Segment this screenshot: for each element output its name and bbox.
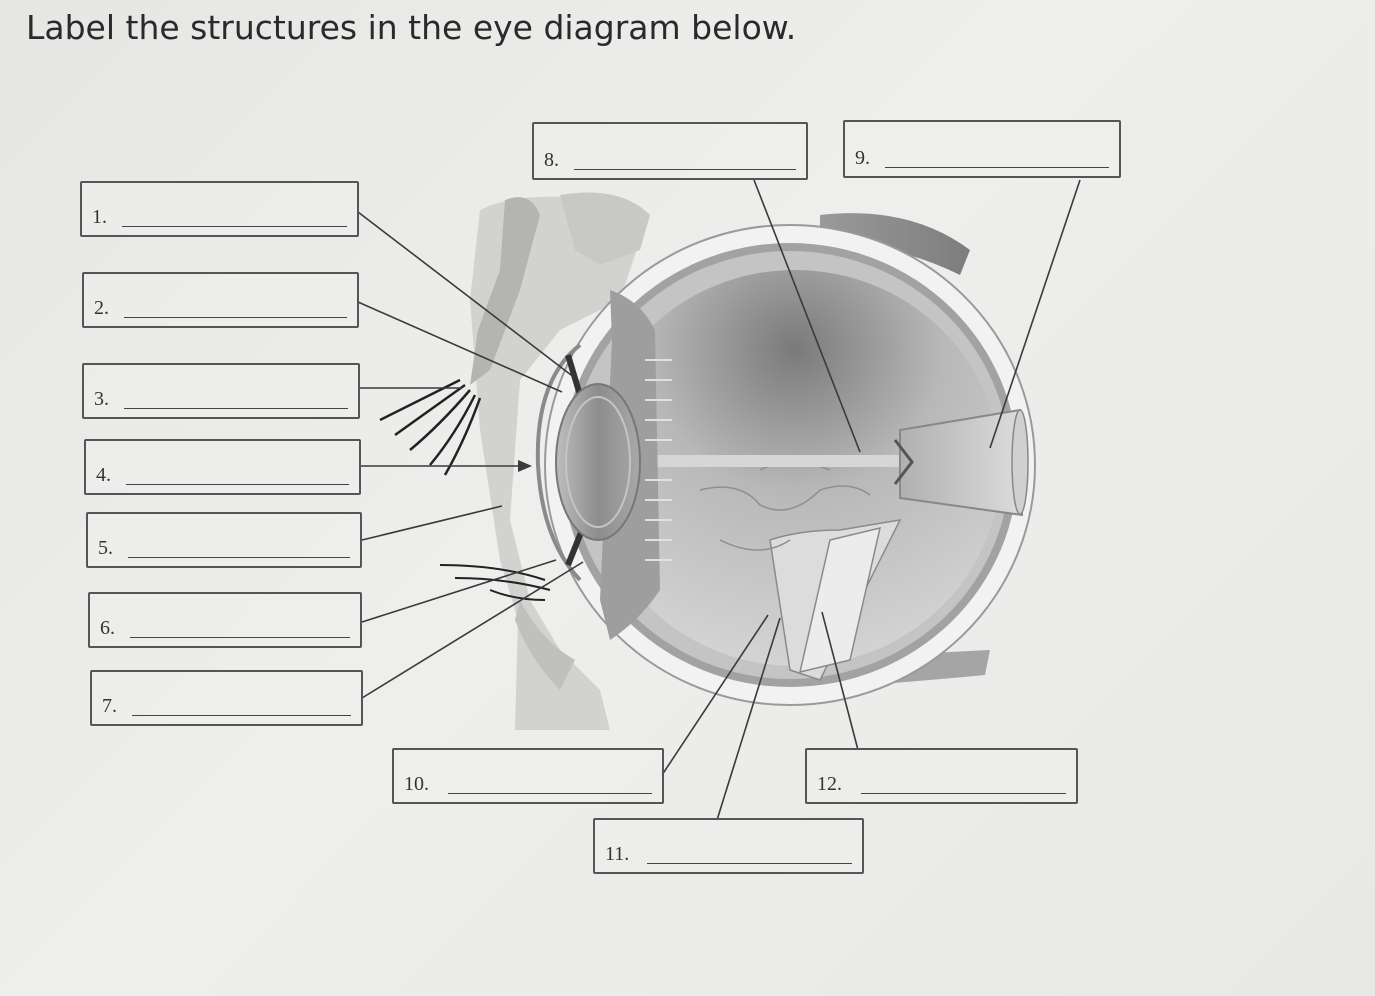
answer-blank[interactable] xyxy=(132,715,351,716)
answer-blank[interactable] xyxy=(861,793,1066,794)
label-box-11[interactable]: 11. xyxy=(593,818,864,874)
label-box-5[interactable]: 5. xyxy=(86,512,362,568)
label-number: 2. xyxy=(94,297,109,319)
ciliary-zonules xyxy=(645,359,672,561)
vitreous-body xyxy=(590,270,1000,666)
label-number: 1. xyxy=(92,206,107,228)
label-box-3[interactable]: 3. xyxy=(82,363,360,419)
upper-eyelid xyxy=(470,197,540,385)
leader-line-1 xyxy=(357,211,576,379)
answer-blank[interactable] xyxy=(124,408,348,409)
label-box-1[interactable]: 1. xyxy=(80,181,359,237)
leader-line-11 xyxy=(716,617,781,821)
page-title: Label the structures in the eye diagram … xyxy=(26,8,797,47)
leader-line-6 xyxy=(361,559,557,623)
leader-line-5 xyxy=(361,505,503,541)
label-number: 11. xyxy=(605,843,630,865)
lens-nucleus xyxy=(565,396,631,528)
answer-blank[interactable] xyxy=(130,637,350,638)
leader-lines xyxy=(357,179,1081,821)
lens xyxy=(555,383,641,541)
superior-rectus-muscle xyxy=(820,213,970,275)
label-box-12[interactable]: 12. xyxy=(805,748,1078,804)
label-number: 6. xyxy=(100,617,115,639)
label-number: 7. xyxy=(102,695,117,717)
answer-blank[interactable] xyxy=(448,793,652,794)
label-number: 10. xyxy=(404,773,429,795)
answer-blank[interactable] xyxy=(126,484,349,485)
label-box-8[interactable]: 8. xyxy=(532,122,808,180)
label-box-2[interactable]: 2. xyxy=(82,272,359,328)
label-number: 12. xyxy=(817,773,842,795)
answer-blank[interactable] xyxy=(574,169,796,170)
label-number: 9. xyxy=(855,147,870,169)
hyaloid-canal xyxy=(630,455,900,467)
answer-blank[interactable] xyxy=(885,167,1109,168)
lower-lid xyxy=(515,600,575,690)
arrowhead-4 xyxy=(518,460,532,472)
answer-blank[interactable] xyxy=(124,317,347,318)
upper-fat xyxy=(560,192,650,265)
leader-line-8 xyxy=(753,179,861,453)
answer-blank[interactable] xyxy=(647,863,852,864)
retina-flap xyxy=(799,526,881,674)
label-number: 3. xyxy=(94,388,109,410)
leader-line-7 xyxy=(361,561,584,699)
cornea xyxy=(535,343,582,582)
label-box-10[interactable]: 10. xyxy=(392,748,664,804)
label-box-9[interactable]: 9. xyxy=(843,120,1121,178)
lower-eyelashes xyxy=(439,564,551,601)
leader-line-2 xyxy=(357,301,563,393)
iris xyxy=(565,354,585,567)
leader-line-10 xyxy=(661,614,769,776)
label-box-6[interactable]: 6. xyxy=(88,592,362,648)
leader-line-9 xyxy=(989,179,1081,449)
optic-disc xyxy=(893,439,914,485)
answer-blank[interactable] xyxy=(128,557,350,558)
label-number: 5. xyxy=(98,537,113,559)
label-number: 4. xyxy=(96,464,111,486)
label-box-4[interactable]: 4. xyxy=(84,439,361,495)
upper-eyelashes xyxy=(379,378,482,476)
answer-blank[interactable] xyxy=(122,226,347,227)
label-number: 8. xyxy=(544,149,559,171)
label-box-7[interactable]: 7. xyxy=(90,670,363,726)
leader-line-12 xyxy=(821,611,859,751)
optic-nerve-end xyxy=(1011,409,1029,515)
